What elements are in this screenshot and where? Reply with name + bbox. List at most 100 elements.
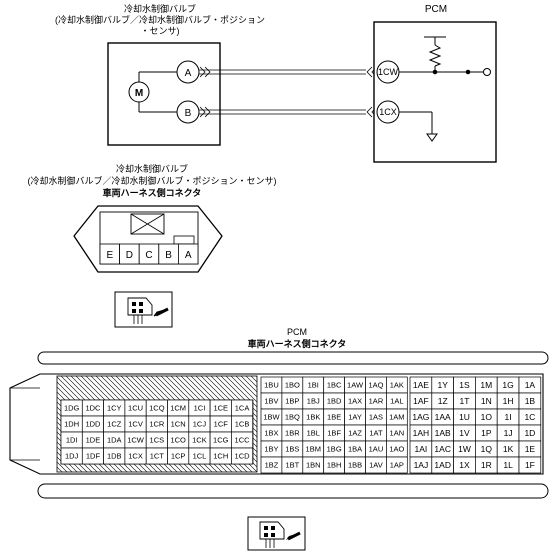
pcm-pin-1bp: 1BP: [281, 392, 304, 410]
pcm-pin-label: 1Q: [481, 444, 493, 454]
pcm-pin-label: 1AT: [369, 429, 383, 438]
pcm-pin-1cw: 1CW: [124, 431, 147, 449]
pcm-pin-label: 1AK: [390, 381, 404, 390]
pcm-pin-1as: 1AS: [365, 408, 387, 426]
pcm-pin-1an: 1AN: [386, 424, 408, 442]
pcm-pin-label: 1CQ: [149, 404, 165, 413]
pcm-pin-label: 1CH: [213, 452, 228, 461]
pcm-pin-1dd: 1DD: [81, 415, 104, 433]
pcm-pin-1h: 1H: [496, 392, 520, 410]
pcm-pin-1ar: 1AR: [365, 392, 387, 410]
pcm-connector-line2: 車両ハーネス側コネクタ: [248, 338, 347, 349]
pcm-pin-1am: 1AM: [386, 408, 408, 426]
pcm-pin-label: 1BN: [306, 461, 321, 470]
pcm-pin-1cl: 1CL: [188, 447, 211, 465]
pcm-pin-label: 1BE: [327, 413, 341, 422]
pcm-pin-label: 1CE: [213, 404, 228, 413]
valve-pin-a: A: [177, 243, 199, 265]
pcm-pin-1q: 1Q: [475, 440, 498, 458]
pcm-pin-1ag: 1AG: [409, 408, 433, 426]
pcm-pin-1ax: 1AX: [344, 392, 366, 410]
pcm-pin-1cg: 1CG: [209, 431, 232, 449]
pcm-title: PCM: [425, 4, 447, 15]
pcm-pin-label: 1AQ: [368, 381, 383, 390]
pcm-pin-label: 1AY: [348, 413, 362, 422]
pcm-pin-label: 1H: [503, 396, 514, 406]
pcm-pin-1bu: 1BU: [260, 376, 283, 394]
pcm-pin-1bs: 1BS: [281, 440, 304, 458]
valve-box: [107, 42, 221, 146]
pcm-pin-label: 1AM: [389, 413, 404, 422]
pcm-pin-1cm: 1CM: [167, 399, 190, 417]
pcm-pin-1cz: 1CZ: [103, 415, 126, 433]
pcm-pin-1o: 1O: [475, 408, 498, 426]
pcm-pin-label: 1R: [481, 460, 492, 470]
pcm-pin-1aw: 1AW: [344, 376, 366, 394]
valve-connector-line2: (冷却水制御バルブ／冷却水制御バルブ・ポジション・センサ): [28, 175, 277, 186]
pcm-pin-1av: 1AV: [365, 456, 387, 474]
pcm-pin-label: 1CP: [171, 452, 186, 461]
pcm-pin-label: 1BB: [348, 461, 362, 470]
pcm-pin-1n: 1N: [475, 392, 498, 410]
pcm-pin-1ba: 1BA: [344, 440, 366, 458]
pcm-pin-label: 1CS: [150, 436, 165, 445]
pcm-pin-1bh: 1BH: [323, 456, 345, 474]
pcm-pin-1g: 1G: [496, 376, 520, 394]
pcm-pin-label: 1AA: [435, 412, 451, 422]
pcm-pin-label: 1AL: [390, 397, 403, 406]
pcm-pin-label: 1AE: [413, 380, 429, 390]
valve-subtitle: (冷却水制御バルブ／冷却水制御バルブ・ポジション: [55, 14, 265, 25]
pcm-pin-1b: 1B: [518, 392, 542, 410]
pcm-pin-label: 1DI: [66, 436, 78, 445]
pcm-pin-label: 1CV: [128, 420, 143, 429]
pcm-pin-1l: 1L: [496, 456, 520, 474]
pcm-terminal-1cx: 1CX: [376, 100, 400, 124]
valve-pin-label: E: [106, 250, 113, 261]
pcm-terminal-1cx-label: 1CX: [379, 107, 397, 117]
pcm-pin-label: 1A: [525, 380, 536, 390]
ground-icon: [399, 111, 438, 142]
pcm-pin-1j: 1J: [496, 424, 520, 442]
pcm-pin-label: 1AI: [415, 444, 428, 454]
valve-subtitle-2: ・センサ): [141, 26, 180, 36]
valve-terminal-b-label: B: [185, 108, 192, 119]
pcm-pin-1bv: 1BV: [260, 392, 283, 410]
pcm-pin-1ch: 1CH: [209, 447, 232, 465]
pcm-pin-1t: 1T: [453, 392, 476, 410]
pcm-pin-label: 1F: [525, 460, 535, 470]
pcm-pin-label: 1CN: [171, 420, 186, 429]
pcm-pin-label: 1AR: [369, 397, 384, 406]
pcm-pin-label: 1AW: [347, 381, 364, 390]
pcm-pin-1cv: 1CV: [124, 415, 147, 433]
pcm-pin-label: 1CD: [235, 452, 251, 461]
pcm-pin-1ao: 1AO: [386, 440, 408, 458]
pcm-pin-1dj: 1DJ: [60, 447, 83, 465]
pcm-pin-label: 1DC: [85, 404, 101, 413]
valve-pin-label: C: [145, 250, 152, 261]
pcm-pin-label: 1AU: [369, 445, 384, 454]
pcm-pin-label: 1BH: [327, 461, 342, 470]
pcm-pin-label: 1J: [504, 428, 513, 438]
pcm-pin-1a: 1A: [518, 376, 542, 394]
pcm-pin-label: 1D: [524, 428, 535, 438]
pcm-pin-label: 1BV: [264, 397, 278, 406]
pcm-pin-1ct: 1CT: [145, 447, 168, 465]
pcm-pin-label: 1DA: [107, 436, 122, 445]
pcm-signal-line: [399, 68, 491, 76]
pcm-pin-label: 1E: [525, 444, 536, 454]
pcm-pin-1at: 1AT: [365, 424, 387, 442]
pcm-pin-1ay: 1AY: [344, 408, 366, 426]
pcm-pin-label: 1BR: [285, 429, 300, 438]
pcm-pin-1au: 1AU: [365, 440, 387, 458]
pcm-pin-label: 1BM: [306, 445, 321, 454]
pcm-pin-label: 1DH: [64, 420, 79, 429]
pcm-pin-label: 1DJ: [65, 452, 79, 461]
pcm-pin-1cx: 1CX: [124, 447, 147, 465]
pcm-pin-1p: 1P: [475, 424, 498, 442]
pcm-pin-label: 1DF: [86, 452, 101, 461]
pcm-pin-1cp: 1CP: [167, 447, 190, 465]
pcm-pin-1bj: 1BJ: [302, 392, 325, 410]
pcm-pin-label: 1W: [458, 444, 471, 454]
pcm-pin-label: 1BW: [263, 413, 280, 422]
pcm-pin-label: 1C: [524, 412, 535, 422]
